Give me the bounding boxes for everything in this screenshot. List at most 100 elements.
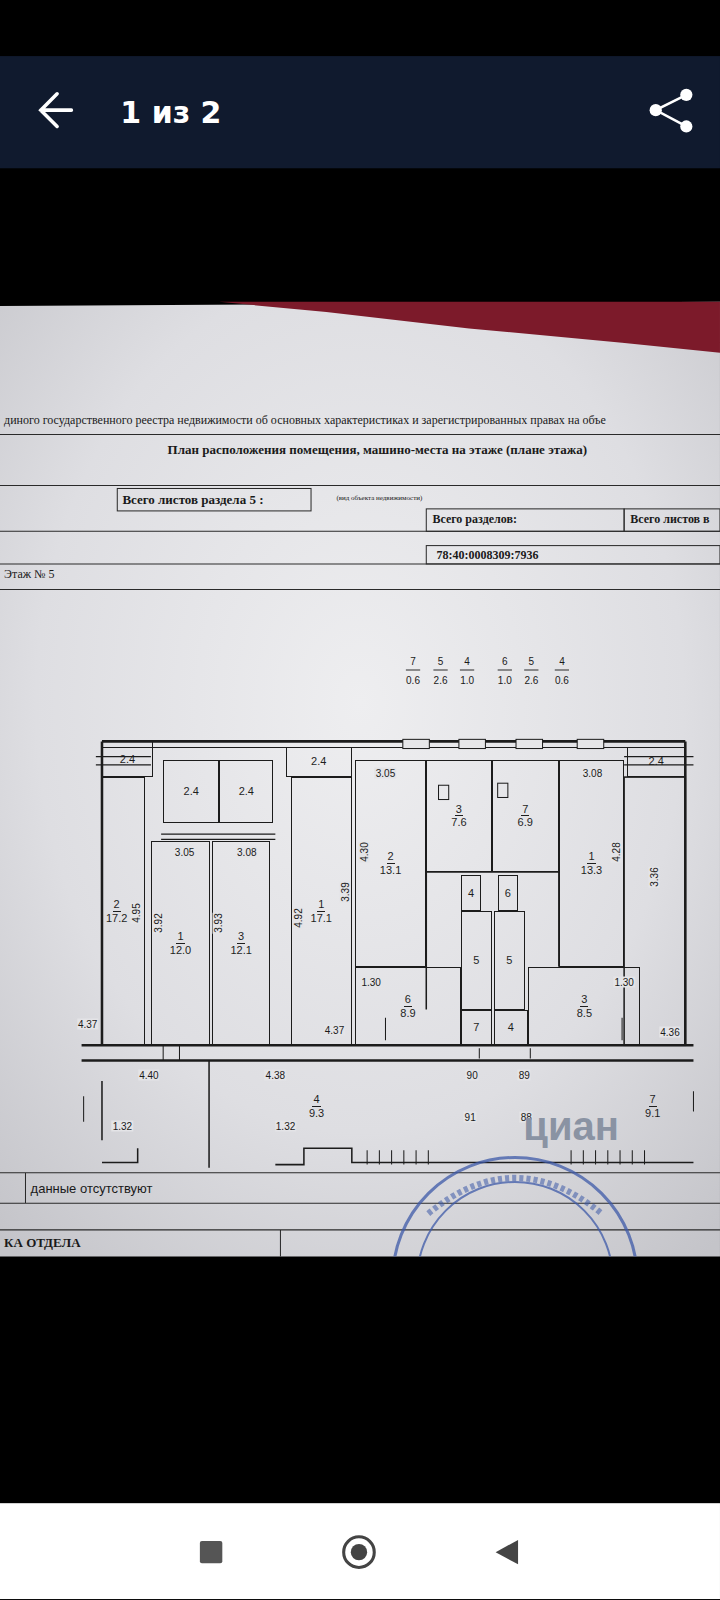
- dimension: 4.38: [265, 1069, 286, 1080]
- table-cell-text: КА ОТДЕЛА: [4, 1236, 81, 1250]
- room-area: 9.3: [308, 1107, 325, 1120]
- table-cell: [117, 488, 311, 510]
- window-symbol: [577, 739, 604, 748]
- nav-square: [200, 1541, 222, 1563]
- vent-symbol: [439, 785, 449, 799]
- room-label: 2.4: [183, 785, 200, 798]
- outer-wall: [102, 741, 685, 1045]
- carpet: [219, 302, 720, 353]
- room-area: 12.0: [169, 944, 192, 957]
- window-symbol: [459, 739, 486, 748]
- screen-art: [0, 56, 720, 1599]
- room-label: 49.3: [308, 1093, 325, 1119]
- table-cell-text: данные отсутствуют: [31, 1182, 153, 1196]
- room-area: 5: [505, 954, 513, 967]
- dimension: 4.95: [130, 902, 141, 923]
- room-area: 2.4: [648, 755, 665, 768]
- dimension: 3.08: [236, 846, 257, 857]
- room-area: 7: [472, 1021, 480, 1034]
- dimension: 3.92: [153, 912, 164, 933]
- room-number: 1: [317, 898, 325, 912]
- flat-number: 91: [464, 1111, 477, 1122]
- room-label: 5: [505, 954, 513, 967]
- room-label: 217.2: [105, 898, 128, 924]
- room-number: 1: [176, 930, 184, 944]
- room-box: 76.9: [492, 760, 559, 872]
- room-box: 312.1: [212, 841, 270, 1045]
- window-symbol: [516, 739, 543, 748]
- room-box: 37.6: [426, 760, 491, 872]
- floor-plan: [82, 739, 694, 1167]
- fraction-area: 1.0: [498, 675, 512, 686]
- corridor-area: 49.3: [304, 1067, 416, 1147]
- room-box: 2.4: [627, 747, 685, 778]
- dimension: 3.36: [648, 866, 659, 887]
- table-cell: [426, 546, 720, 564]
- dimension: 4.37: [324, 1025, 345, 1036]
- fraction-number: 6: [502, 655, 508, 666]
- room-box: 213.1: [355, 760, 426, 967]
- room-label: 2.4: [119, 753, 136, 766]
- room-box: 113.3: [559, 760, 624, 967]
- room-area: 13.1: [379, 864, 402, 877]
- dimension: 3.08: [582, 768, 603, 779]
- table-cell: [426, 509, 624, 531]
- door-tick: [163, 1018, 622, 1061]
- room-area: 12.1: [229, 944, 252, 957]
- room-box: 5: [494, 911, 526, 1010]
- fraction-area: 0.6: [555, 675, 569, 686]
- room-box: 112.0: [151, 841, 210, 1045]
- room-area: 2.4: [310, 755, 327, 768]
- window-symbol: [161, 834, 275, 839]
- nav-bar: [0, 1503, 720, 1599]
- room-area: 2.4: [183, 785, 200, 798]
- flat-number: 90: [466, 1069, 479, 1080]
- room-area: 5: [472, 954, 480, 967]
- share-dot: [650, 104, 662, 116]
- fraction-number: 7: [410, 655, 416, 666]
- room-area: 17.2: [105, 912, 128, 925]
- room-area: 2.4: [238, 785, 255, 798]
- back-arrow: [41, 94, 72, 127]
- app-bar: [0, 56, 720, 168]
- room-area: 6: [504, 887, 512, 900]
- room-area: 4: [467, 887, 475, 900]
- corridor-area: 79.1: [612, 1067, 694, 1147]
- room-area: 8.9: [399, 1007, 416, 1020]
- fraction-area: 2.6: [434, 675, 448, 686]
- room-label: 112.0: [169, 930, 192, 956]
- dimension: 4.36: [659, 1027, 680, 1038]
- room-label: 37.6: [450, 803, 467, 829]
- watermark: циан: [523, 1104, 619, 1148]
- fraction-number: 4: [464, 655, 470, 666]
- room-number: 3: [580, 993, 588, 1007]
- room-box: 5: [461, 911, 492, 1010]
- room-number: 1: [587, 850, 595, 864]
- corridor-wall: [82, 1059, 694, 1062]
- room-label: 117.1: [310, 898, 333, 924]
- room-area: 13.3: [580, 864, 603, 877]
- room-label: 312.1: [229, 930, 252, 956]
- nav-back: [496, 1540, 518, 1564]
- room-number: 4: [312, 1093, 320, 1107]
- table-cell-text: Всего листов раздела 5 :: [122, 493, 263, 507]
- room-number: 3: [237, 930, 245, 944]
- stamp-lettering: [428, 1178, 601, 1214]
- window-symbol: [96, 757, 694, 765]
- table-line: [0, 1173, 720, 1257]
- fraction-area: 2.6: [524, 675, 538, 686]
- room-label: 38.5: [576, 993, 593, 1019]
- share-dot: [680, 120, 692, 132]
- fraction-number: 5: [438, 655, 444, 666]
- room-label: 113.3: [580, 850, 603, 876]
- table-line: [0, 434, 720, 589]
- dimension: 3.93: [213, 912, 224, 933]
- corridor-wall: [102, 1061, 209, 1168]
- room-box: 2.4: [102, 741, 153, 777]
- stamp: [393, 1157, 638, 1256]
- dimension: 1.30: [613, 977, 634, 988]
- room-label: 7: [472, 1021, 480, 1034]
- share-icon: [650, 89, 693, 133]
- room-area: 2.4: [119, 753, 136, 766]
- fraction-number: 5: [529, 655, 535, 666]
